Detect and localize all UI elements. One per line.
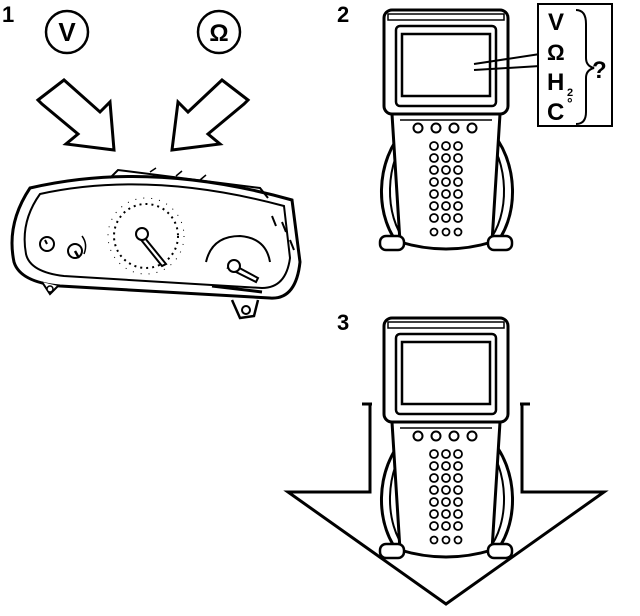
- callout-pointer: [473, 53, 541, 71]
- voltmeter-symbol-circle: [44, 9, 90, 55]
- arrow-down-right-icon: [35, 78, 116, 152]
- scan-tool-step-2: [378, 8, 515, 252]
- step-2-number: 2: [337, 2, 349, 27]
- instrument-cluster: [10, 167, 302, 320]
- voltmeter-symbol: V: [58, 17, 76, 47]
- label-hydrogen-subscript: 2: [567, 87, 573, 99]
- curly-brace: [575, 9, 595, 125]
- step-3-number: 3: [337, 310, 349, 335]
- label-hydrogen: H: [547, 69, 564, 96]
- arrow-down-left-icon: [170, 78, 251, 152]
- right-gauge: [205, 234, 271, 294]
- scan-tool-step-3: [378, 316, 515, 560]
- step-1-number: 1: [2, 2, 14, 27]
- label-degree-mark: °: [567, 95, 573, 111]
- ohmmeter-symbol: Ω: [209, 20, 228, 47]
- label-ohms: Ω: [547, 40, 565, 65]
- ohmmeter-symbol-circle: [196, 9, 242, 55]
- label-celsius: C: [547, 99, 564, 126]
- label-volts: V: [548, 9, 564, 36]
- small-gauges: [39, 235, 87, 259]
- speedometer-dial: [107, 197, 185, 275]
- question-mark: ?: [592, 57, 607, 84]
- measurement-label-box: V Ω H 2 C ° ?: [537, 3, 613, 127]
